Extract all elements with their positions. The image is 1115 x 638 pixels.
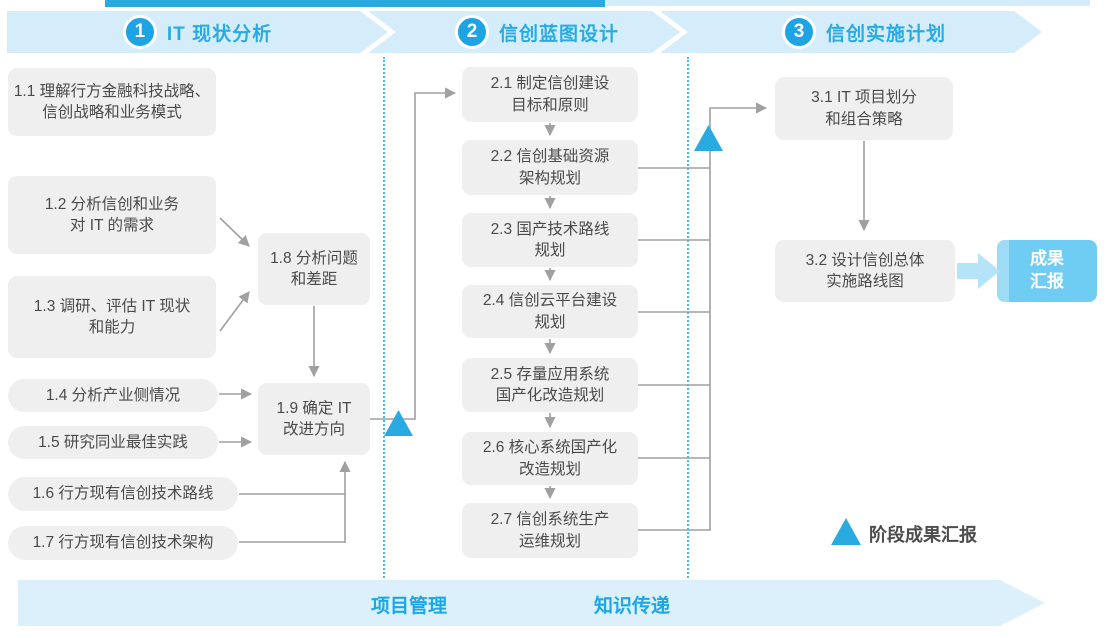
- box-1-8: 1.8 分析问题 和差距: [258, 233, 370, 305]
- box-3-2: 3.2 设计信创总体 实施路线图: [775, 240, 955, 302]
- result-box-label: 成果 汇报: [1030, 249, 1064, 291]
- result-box-stripe: [997, 240, 1009, 302]
- top-edge-strip-dark: [105, 0, 605, 7]
- legend-triangle-icon: [831, 518, 861, 545]
- thick-arrow-3-2-to-result: [957, 253, 1000, 289]
- box-2-6: 2.6 核心系统国产化 改造规划: [462, 432, 638, 485]
- box-2-4: 2.4 信创云平台建设 规划: [462, 285, 638, 338]
- bottom-bar-item-project-management: 项目管理: [370, 596, 447, 617]
- box-3-1: 3.1 IT 项目划分 和组合策略: [775, 77, 953, 140]
- phase-report-triangle-1: [384, 410, 413, 436]
- arrow-collector-to-3-1: [638, 102, 768, 531]
- box-2-2: 2.2 信创基础资源 架构规划: [462, 140, 638, 195]
- phase-banner-2: 2 信创蓝图设计: [368, 11, 680, 53]
- phase-divider-2: [687, 57, 689, 578]
- legend-label: 阶段成果汇报: [869, 525, 977, 545]
- top-edge-strip-light: [605, 0, 1090, 6]
- phase-2-number-badge: 2: [455, 15, 489, 49]
- box-2-7: 2.7 信创系统生产 运维规划: [462, 503, 638, 558]
- bottom-bar-item-knowledge-transfer: 知识传递: [593, 596, 670, 617]
- box-2-5: 2.5 存量应用系统 国产化改造规划: [462, 358, 638, 412]
- box-1-6: 1.6 行方现有信创技术路线: [8, 477, 238, 511]
- box-1-2: 1.2 分析信创和业务 对 IT 的需求: [8, 176, 216, 254]
- box-2-1: 2.1 制定信创建设 目标和原则: [462, 67, 638, 122]
- phase-report-triangle-2: [694, 125, 723, 151]
- phase-1-number-badge: 1: [123, 15, 157, 49]
- phase-3-title: 信创实施计划: [825, 23, 946, 45]
- phase-divider-1: [383, 57, 385, 578]
- phase-3-number-badge: 3: [782, 15, 816, 49]
- box-1-5: 1.5 研究同业最佳实践: [8, 426, 218, 459]
- box-1-1: 1.1 理解行方金融科技战略、 信创战略和业务模式: [8, 68, 216, 136]
- arrow-1-2-to-1-8: [219, 217, 250, 247]
- box-2-3: 2.3 国产技术路线 规划: [462, 213, 638, 267]
- arrow-1-3-to-1-8: [219, 291, 250, 332]
- phase-banner-3: 3 信创实施计划: [660, 11, 1042, 53]
- result-report-box: 成果 汇报: [997, 240, 1097, 302]
- bottom-bar: [18, 580, 1045, 626]
- box-1-4: 1.4 分析产业侧情况: [8, 379, 218, 412]
- phase-1-title: IT 现状分析: [166, 23, 273, 45]
- phase-2-title: 信创蓝图设计: [498, 23, 619, 45]
- box-1-7: 1.7 行方现有信创技术架构: [8, 526, 238, 560]
- box-1-9: 1.9 确定 IT 改进方向: [258, 383, 370, 455]
- box-1-3: 1.3 调研、评估 IT 现状 和能力: [8, 276, 216, 358]
- phase-banner-1: 1 IT 现状分析: [7, 11, 388, 53]
